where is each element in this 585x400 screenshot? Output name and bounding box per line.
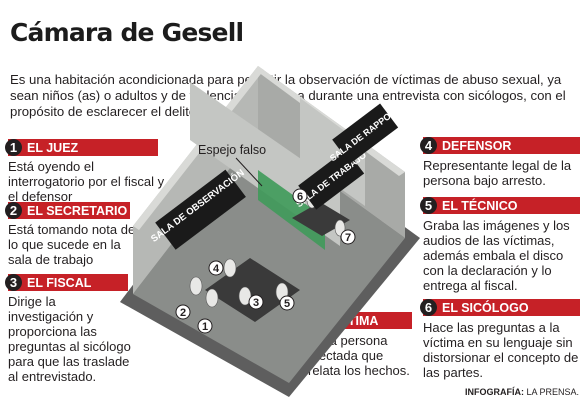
- intro-text: Es una habitación acondicionada para per…: [10, 72, 566, 119]
- role-number: 2: [5, 202, 22, 219]
- role-header-sicologo: 6 EL SICÓLOGO: [420, 299, 580, 316]
- marker-2: 2: [180, 307, 186, 319]
- role-header-fiscal: 3 EL FISCAL: [5, 274, 128, 291]
- person-secretary: [189, 276, 203, 296]
- marker-5: 5: [284, 298, 290, 310]
- role-number: 1: [5, 139, 22, 156]
- role-label: EL TÉCNICO: [442, 198, 518, 213]
- credit-line: INFOGRAFÍA: LA PRENSA.: [465, 387, 579, 397]
- marker-4: 4: [213, 263, 220, 275]
- role-number: 5: [420, 197, 437, 214]
- role-number: 6: [420, 299, 437, 316]
- person-defender: [223, 258, 237, 278]
- role-header-juez: 1 EL JUEZ: [5, 139, 158, 156]
- role-header-defensor: 4 DEFENSOR: [420, 137, 580, 154]
- role-label: DEFENSOR: [442, 138, 512, 153]
- mirror-pointer: [235, 157, 263, 187]
- role-header-tecnico: 5 EL TÉCNICO: [420, 197, 580, 214]
- marker-6: 6: [297, 191, 303, 203]
- role-label: EL SICÓLOGO: [442, 300, 529, 315]
- false-mirror: [258, 170, 325, 250]
- role-desc-juez: Está oyendo el interrogatorio por el fis…: [8, 159, 165, 204]
- role-desc-secretario: Está tomando nota de lo que sucede en la…: [8, 222, 136, 267]
- page-title: Cámara de Gesell: [10, 18, 244, 47]
- marker-3: 3: [253, 297, 259, 309]
- wall-top-left: [133, 66, 264, 230]
- person-judge: [205, 288, 219, 308]
- role-desc-tecnico: Graba las imágenes y los audios de las v…: [423, 218, 570, 293]
- role-label: EL SECRETARIO: [27, 203, 128, 218]
- figure-markers: 1 2 3 4 5 6 7: [175, 188, 356, 334]
- credit-source: LA PRENSA.: [523, 387, 579, 397]
- marker-1: 1: [202, 321, 208, 333]
- mirror-label: Espejo falso: [198, 143, 266, 157]
- marker-7: 7: [345, 232, 351, 244]
- role-number: 3: [5, 274, 22, 291]
- role-label: EL FISCAL: [27, 275, 92, 290]
- role-number: 4: [420, 137, 437, 154]
- role-desc-fiscal: Dirige la investigación y proporciona la…: [8, 294, 131, 384]
- role-desc-sicologo: Hace las preguntas a la víctima en su le…: [423, 320, 579, 380]
- role-desc-defensor: Representante legal de la persona bajo a…: [423, 158, 572, 188]
- person-prosecutor: [238, 286, 252, 306]
- role-header-secretario: 2 EL SECRETARIO: [5, 202, 130, 219]
- credit-label: INFOGRAFÍA:: [464, 387, 524, 397]
- role-label: EL JUEZ: [27, 140, 79, 155]
